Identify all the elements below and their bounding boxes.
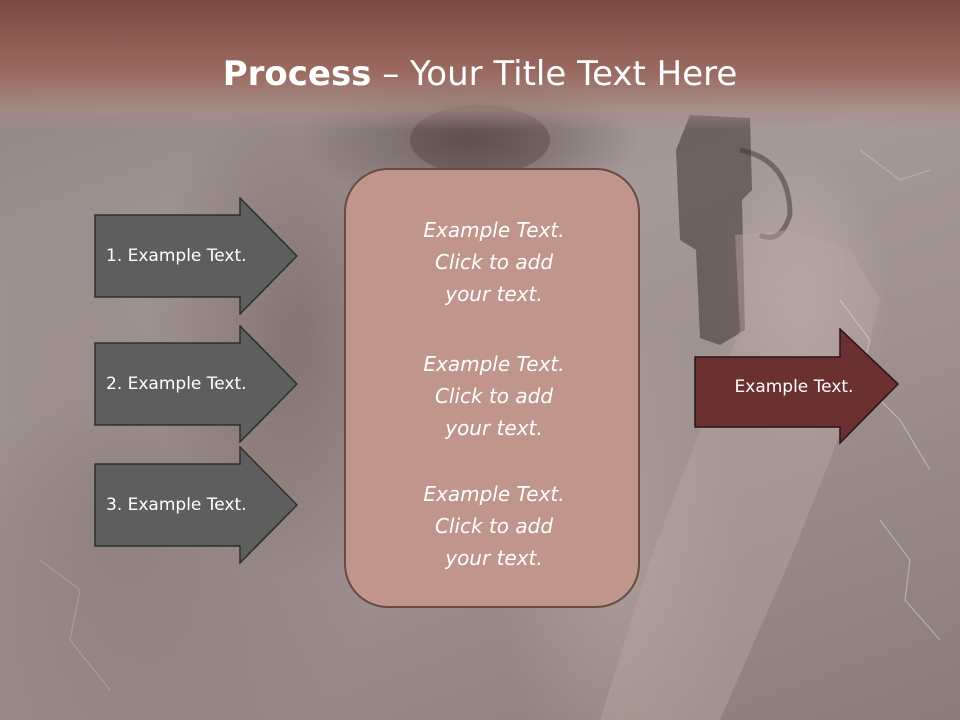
left-arrow-2[interactable]: 2. Example Text. — [94, 325, 298, 443]
title-rest: – Your Title Text Here — [371, 54, 738, 94]
paragraph-line: your text. — [445, 546, 543, 570]
left-arrow-2-label: 2. Example Text. — [106, 374, 247, 394]
left-arrow-3-label: 3. Example Text. — [106, 495, 247, 515]
title-bold: Process — [222, 54, 372, 94]
paragraph-line: Click to add — [434, 514, 554, 538]
paragraph-line: Example Text. — [423, 218, 565, 242]
center-paragraph-1: Example Text. Click to add your text. — [346, 214, 642, 310]
paragraph-line: your text. — [445, 282, 543, 306]
center-paragraph-3: Example Text. Click to add your text. — [346, 478, 642, 574]
paragraph-line: Click to add — [434, 250, 554, 274]
paragraph-line: Click to add — [434, 384, 554, 408]
right-arrow-label: Example Text. — [734, 377, 854, 397]
right-arrow-shape-icon — [694, 328, 900, 445]
center-text-box[interactable]: Example Text. Click to add your text. Ex… — [344, 168, 640, 608]
right-arrow-shape-icon — [94, 446, 298, 564]
left-arrow-1[interactable]: 1. Example Text. — [94, 197, 298, 315]
left-arrow-1-label: 1. Example Text. — [106, 246, 247, 266]
right-arrow[interactable]: Example Text. — [694, 328, 900, 446]
right-arrow-shape-icon — [94, 197, 298, 315]
slide-title[interactable]: Process – Your Title Text Here — [0, 52, 960, 96]
paragraph-line: Example Text. — [423, 352, 565, 376]
title-band — [0, 0, 960, 130]
left-arrow-3[interactable]: 3. Example Text. — [94, 446, 298, 564]
paragraph-line: your text. — [445, 416, 543, 440]
right-arrow-shape-icon — [94, 325, 298, 443]
paragraph-line: Example Text. — [423, 482, 565, 506]
center-paragraph-2: Example Text. Click to add your text. — [346, 348, 642, 444]
